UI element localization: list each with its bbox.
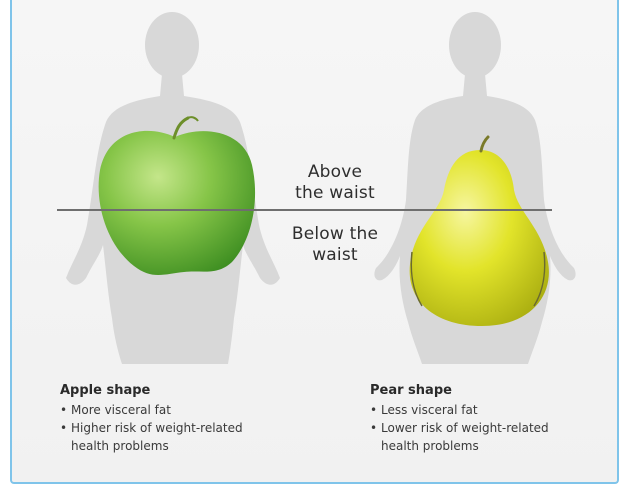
apple-shape-bullets: •More visceral fat •Higher risk of weigh… bbox=[60, 402, 290, 455]
apple-shape-legend: Apple shape •More visceral fat •Higher r… bbox=[60, 382, 290, 456]
pear-bullet-risk: •Lower risk of weight-related bbox=[370, 420, 600, 437]
pear-bullet-visceral-fat: •Less visceral fat bbox=[370, 402, 600, 419]
apple-fruit bbox=[99, 117, 255, 275]
pear-bullet-risk-continued: health problems bbox=[370, 438, 600, 455]
above-waist-line-1: Above bbox=[270, 162, 400, 183]
above-waist-line-2: the waist bbox=[270, 183, 400, 204]
apple-bullet-risk: •Higher risk of weight-related bbox=[60, 420, 290, 437]
below-waist-line-1: Below the bbox=[270, 224, 400, 245]
pear-shape-title: Pear shape bbox=[370, 382, 600, 399]
pear-shape-bullets: •Less visceral fat •Lower risk of weight… bbox=[370, 402, 600, 455]
figure-frame: Above the waist Below the waist Apple sh… bbox=[10, 0, 619, 484]
above-waist-label: Above the waist bbox=[270, 162, 400, 204]
below-waist-line-2: waist bbox=[270, 245, 400, 266]
pear-shape-legend: Pear shape •Less visceral fat •Lower ris… bbox=[370, 382, 600, 456]
apple-shape-title: Apple shape bbox=[60, 382, 290, 399]
apple-bullet-visceral-fat: •More visceral fat bbox=[60, 402, 290, 419]
apple-bullet-risk-continued: health problems bbox=[60, 438, 290, 455]
below-waist-label: Below the waist bbox=[270, 224, 400, 266]
